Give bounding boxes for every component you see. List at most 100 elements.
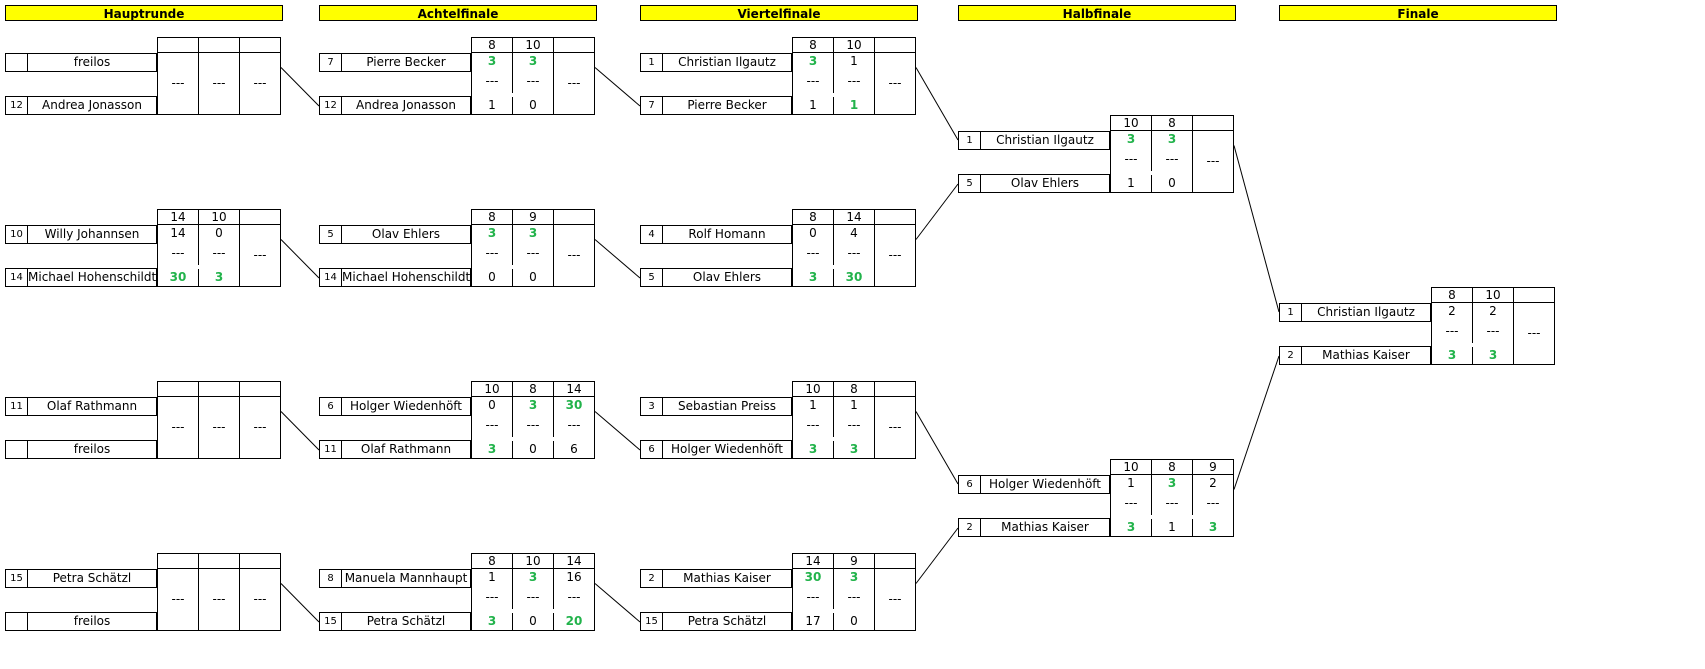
set-separator: --- xyxy=(1151,148,1192,171)
set-score: 0 xyxy=(833,613,874,630)
set-score: 30 xyxy=(792,569,833,586)
set-placeholder: --- xyxy=(239,397,280,458)
set-header: 9 xyxy=(1192,459,1234,475)
set-separator: --- xyxy=(471,242,512,265)
set-score: 1 xyxy=(1110,175,1151,192)
player-name: freilos xyxy=(27,440,157,459)
set-header: 10 xyxy=(198,209,240,225)
set-score: 0 xyxy=(512,97,553,114)
set-placeholder: --- xyxy=(157,397,198,458)
set-score: 1 xyxy=(792,397,833,414)
player-name: Pierre Becker xyxy=(341,53,471,72)
set-score: 0 xyxy=(512,613,553,630)
set-separator: --- xyxy=(1151,492,1192,515)
set-score: 14 xyxy=(157,225,198,242)
set-score: 3 xyxy=(512,225,553,242)
set-score: 3 xyxy=(1472,347,1513,364)
round-header: Hauptrunde xyxy=(5,5,283,21)
set-score: 2 xyxy=(1472,303,1513,320)
player-name: Michael Hohenschildt xyxy=(341,268,471,287)
set-score: 1 xyxy=(833,53,874,70)
set-score: 3 xyxy=(512,569,553,586)
bracket-connector-line xyxy=(280,411,320,451)
bracket-connector-line xyxy=(594,67,641,107)
player-name: Rolf Homann xyxy=(662,225,792,244)
player-name: Petra Schätzl xyxy=(341,612,471,631)
player-seed: 3 xyxy=(640,397,663,416)
player-name: Olav Ehlers xyxy=(980,174,1110,193)
set-placeholder: --- xyxy=(874,569,915,630)
set-score: 3 xyxy=(198,269,239,286)
set-score: 20 xyxy=(553,613,594,630)
set-score: 3 xyxy=(471,441,512,458)
set-score: 6 xyxy=(553,441,594,458)
bracket-connector-line xyxy=(915,527,959,584)
set-score: 0 xyxy=(512,269,553,286)
set-score: 0 xyxy=(1151,175,1192,192)
round-header: Finale xyxy=(1279,5,1557,21)
set-placeholder: --- xyxy=(553,53,594,114)
bracket-connector-line xyxy=(594,239,641,279)
round-header: Viertelfinale xyxy=(640,5,918,21)
set-separator: --- xyxy=(553,586,594,609)
set-score: 4 xyxy=(833,225,874,242)
player-seed: 14 xyxy=(319,268,342,287)
set-separator: --- xyxy=(512,414,553,437)
set-separator: --- xyxy=(471,414,512,437)
player-name: Christian Ilgautz xyxy=(980,131,1110,150)
set-separator: --- xyxy=(553,414,594,437)
set-score: 3 xyxy=(471,225,512,242)
player-name: Willy Johannsen xyxy=(27,225,157,244)
set-placeholder: --- xyxy=(239,225,280,286)
set-score: 1 xyxy=(833,97,874,114)
set-separator: --- xyxy=(792,242,833,265)
set-header: 10 xyxy=(1110,115,1152,131)
set-score: 0 xyxy=(471,269,512,286)
set-score: 3 xyxy=(1431,347,1472,364)
set-separator: --- xyxy=(1431,320,1472,343)
set-separator: --- xyxy=(471,586,512,609)
player-name: Michael Hohenschildt xyxy=(27,268,157,287)
set-separator: --- xyxy=(1472,320,1513,343)
set-placeholder: --- xyxy=(198,569,239,630)
set-score: 1 xyxy=(792,97,833,114)
player-name: Christian Ilgautz xyxy=(662,53,792,72)
set-score: 1 xyxy=(1110,475,1151,492)
set-placeholder: --- xyxy=(198,53,239,114)
set-header: 10 xyxy=(1472,287,1514,303)
set-score: 2 xyxy=(1431,303,1472,320)
set-score: 1 xyxy=(833,397,874,414)
set-score: 16 xyxy=(553,569,594,586)
set-separator: --- xyxy=(833,242,874,265)
set-placeholder: --- xyxy=(874,397,915,458)
set-score: 1 xyxy=(471,97,512,114)
set-separator: --- xyxy=(471,70,512,93)
set-header: 10 xyxy=(512,37,554,53)
set-placeholder: --- xyxy=(1192,131,1233,192)
set-placeholder: --- xyxy=(553,225,594,286)
set-score: 17 xyxy=(792,613,833,630)
bracket-connector-line xyxy=(280,583,320,623)
set-score: 0 xyxy=(512,441,553,458)
player-name: Mathias Kaiser xyxy=(662,569,792,588)
player-name: Holger Wiedenhöft xyxy=(662,440,792,459)
set-score: 30 xyxy=(833,269,874,286)
set-score: 3 xyxy=(833,569,874,586)
set-separator: --- xyxy=(833,70,874,93)
set-separator: --- xyxy=(512,586,553,609)
set-placeholder: --- xyxy=(157,569,198,630)
set-score: 3 xyxy=(512,397,553,414)
set-placeholder: --- xyxy=(874,53,915,114)
set-score: 0 xyxy=(198,225,239,242)
set-placeholder: --- xyxy=(239,569,280,630)
player-seed: 7 xyxy=(319,53,342,72)
set-score: 3 xyxy=(792,53,833,70)
set-separator: --- xyxy=(1192,492,1233,515)
set-separator: --- xyxy=(792,414,833,437)
player-name: Manuela Mannhaupt xyxy=(341,569,471,588)
player-name: Mathias Kaiser xyxy=(1301,346,1431,365)
set-placeholder: --- xyxy=(874,225,915,286)
bracket-connector-line xyxy=(280,67,320,107)
player-name: Holger Wiedenhöft xyxy=(341,397,471,416)
set-placeholder: --- xyxy=(157,53,198,114)
